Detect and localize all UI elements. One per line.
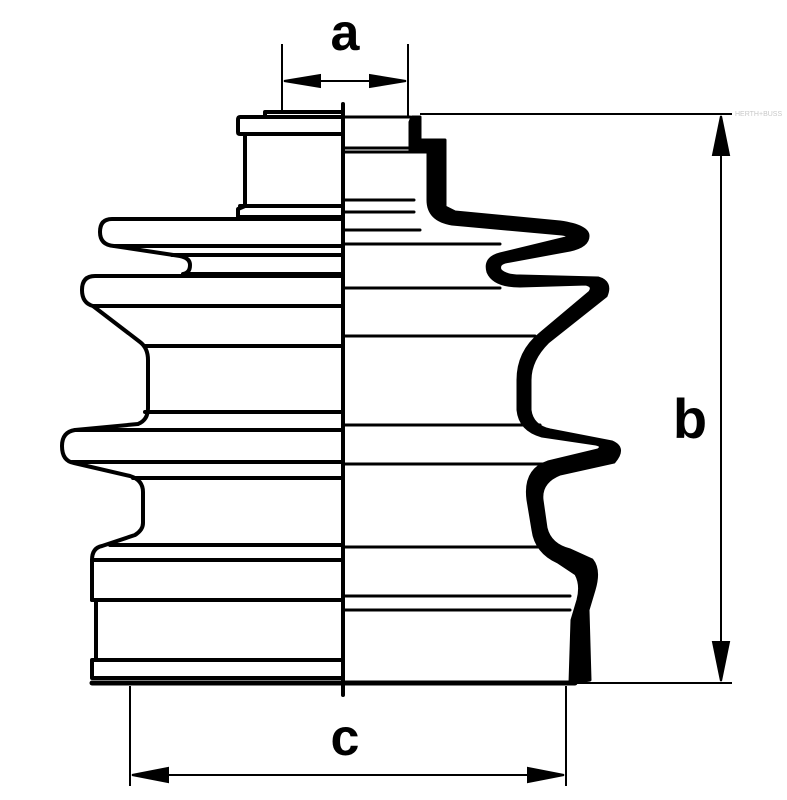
dimension-c (129, 686, 567, 786)
dimension-label-a: a (331, 4, 361, 62)
watermark: HERTH+BUSS (735, 111, 782, 118)
boot-section-interior (89, 115, 578, 686)
boot-section-wall (408, 115, 621, 685)
dimension-b (420, 113, 732, 684)
dimension-a (281, 44, 409, 117)
boot-outer-profile (60, 110, 345, 680)
dimension-label-b: b (673, 387, 707, 450)
dimension-label-c: c (331, 709, 360, 767)
